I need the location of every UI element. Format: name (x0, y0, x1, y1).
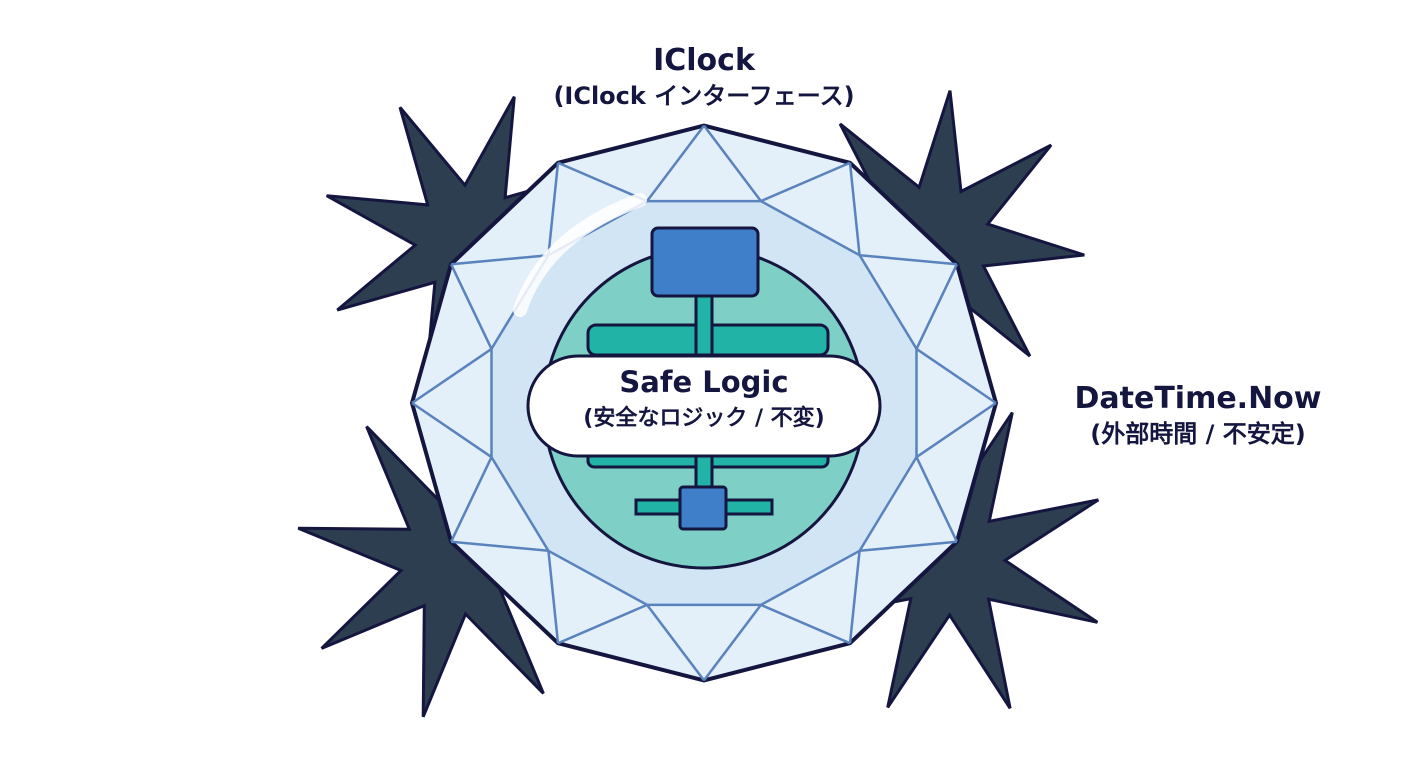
crystal-facet-line (915, 347, 997, 405)
crystal-facet-line (451, 540, 549, 553)
crystal-facet-line (915, 401, 997, 459)
iclock-label: IClock (IClock インターフェース) (504, 42, 904, 112)
crystal-facet-line (411, 347, 493, 405)
crystal-facet-line (760, 603, 851, 645)
crystal-facet-line (859, 540, 957, 553)
crystal-facet-line (411, 401, 493, 459)
node-top (650, 226, 760, 298)
crystal-facet-line (451, 253, 549, 266)
crystal-facet-line (915, 456, 959, 543)
safe-logic-pill (526, 354, 882, 458)
crystal-facet-line (760, 161, 851, 203)
crystal-facet-line (703, 604, 762, 682)
safe-logic-core (526, 226, 882, 570)
iclock-title: IClock (653, 43, 755, 78)
crystal-facet-line (547, 550, 560, 644)
crystal-facet-line (848, 550, 861, 644)
safe-logic-label: Safe Logic (安全なロジック / 不変) (528, 362, 880, 436)
iclock-subtitle: (IClock インターフェース) (553, 82, 855, 110)
crystal-facet-line (646, 124, 705, 202)
crystal-highlight (513, 193, 647, 317)
datetime-now-subtitle: (外部時間 / 不安定) (1090, 420, 1306, 448)
datetime-now-title: DateTime.Now (1074, 381, 1322, 416)
crystal-facet-line (646, 604, 705, 682)
safe-logic-subtitle: (安全なロジック / 不変) (583, 406, 825, 431)
connector-top (694, 293, 714, 357)
connector-bottom (694, 453, 714, 492)
crystal-facet-line (703, 124, 762, 202)
crystal-facet-line (557, 603, 648, 645)
crystal-facet-line (449, 456, 493, 543)
crystal-facet-line (557, 161, 648, 203)
crystal-facet-line (848, 162, 861, 256)
crystal-facet-line (547, 162, 560, 256)
datetime-now-label: DateTime.Now (外部時間 / 不安定) (1048, 380, 1348, 450)
node-bottom (678, 485, 728, 531)
crystal-facet-line (449, 263, 493, 350)
crystal-facet-line (915, 263, 959, 350)
safe-logic-title: Safe Logic (619, 365, 789, 399)
crystal-facet-line (859, 253, 957, 266)
